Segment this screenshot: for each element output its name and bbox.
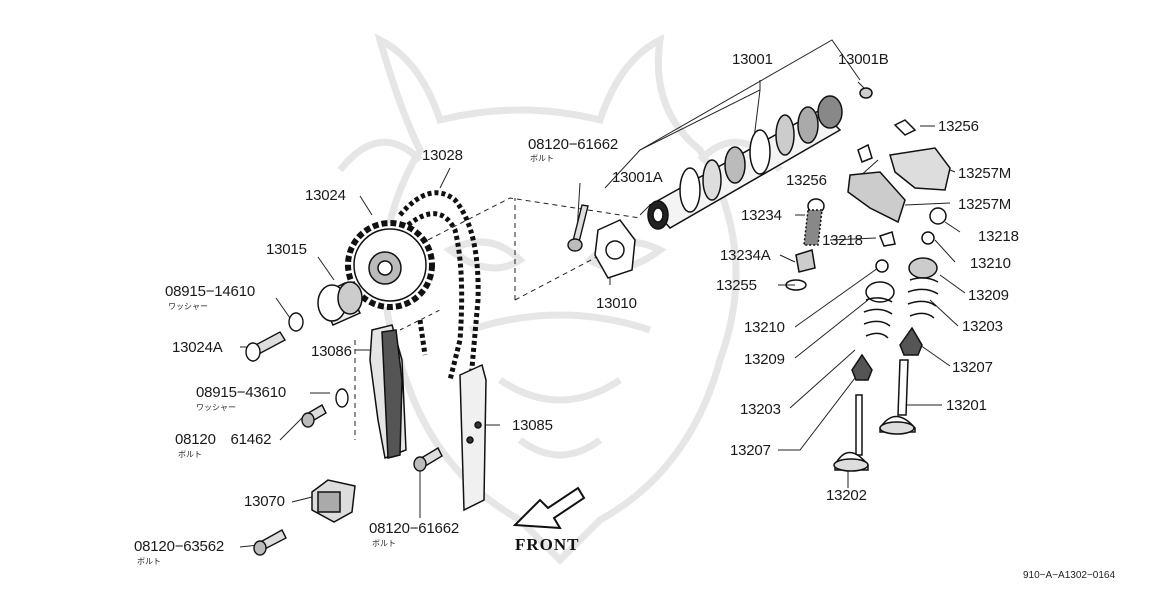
front-label: FRONT bbox=[515, 535, 580, 554]
label-13201: 13201 bbox=[946, 397, 987, 414]
label-13085: 13085 bbox=[512, 417, 553, 434]
timing-chain-part bbox=[398, 190, 481, 391]
label-13209-right: 13209 bbox=[968, 287, 1009, 304]
label-13070: 13070 bbox=[244, 493, 285, 510]
label-13015: 13015 bbox=[266, 241, 307, 258]
label-13256-top: 13256 bbox=[938, 118, 979, 135]
rocker-arm-parts bbox=[847, 119, 951, 224]
leader-lines bbox=[239, 39, 966, 548]
drawing-code: 910−A−A1302−0164 bbox=[1023, 570, 1116, 581]
label-08120-61462: 08120 61462 bbox=[175, 431, 272, 448]
note-washer-1: ワッシャー bbox=[168, 302, 208, 311]
sprocket-part bbox=[345, 220, 435, 310]
label-13001: 13001 bbox=[732, 51, 773, 68]
label-13001A: 13001A bbox=[612, 169, 663, 186]
label-08915-43610: 08915−43610 bbox=[196, 384, 286, 401]
label-13234: 13234 bbox=[741, 207, 782, 224]
tensioner-part bbox=[311, 479, 356, 523]
fasteners-left bbox=[245, 204, 589, 556]
label-13010: 13010 bbox=[596, 295, 637, 312]
valve-train-parts bbox=[833, 207, 947, 472]
spacer-part bbox=[317, 281, 363, 326]
front-arrow bbox=[512, 486, 586, 530]
label-13209: 13209 bbox=[744, 351, 785, 368]
label-08120-61662-bottom: 08120−61662 bbox=[369, 520, 459, 537]
label-13255: 13255 bbox=[716, 277, 757, 294]
label-13203: 13203 bbox=[740, 401, 781, 418]
label-13218-right: 13218 bbox=[978, 228, 1019, 245]
note-bolt-4: ボルト bbox=[137, 557, 161, 566]
label-13207: 13207 bbox=[730, 442, 771, 459]
label-13028: 13028 bbox=[422, 147, 463, 164]
chain-guide-parts bbox=[369, 324, 487, 512]
lash-adjuster-part bbox=[785, 198, 825, 291]
label-13256: 13256 bbox=[786, 172, 827, 189]
note-washer-2: ワッシャー bbox=[196, 403, 236, 412]
camshaft-part bbox=[647, 87, 873, 230]
label-13207-right: 13207 bbox=[952, 359, 993, 376]
label-13086: 13086 bbox=[311, 343, 352, 360]
label-08915-14610: 08915−14610 bbox=[165, 283, 255, 300]
label-13024A: 13024A bbox=[172, 339, 223, 356]
label-08120-61662-top: 08120−61662 bbox=[528, 136, 618, 153]
label-13210: 13210 bbox=[744, 319, 785, 336]
note-bolt-2: ボルト bbox=[178, 450, 202, 459]
note-bolt-3: ボルト bbox=[372, 539, 396, 548]
label-13202: 13202 bbox=[826, 487, 867, 504]
label-13257M-top: 13257M bbox=[958, 165, 1012, 182]
label-13024: 13024 bbox=[305, 187, 346, 204]
label-13234A: 13234A bbox=[720, 247, 771, 264]
note-bolt-top: ボルト bbox=[530, 154, 554, 163]
label-13218: 13218 bbox=[822, 232, 863, 249]
label-13210-right: 13210 bbox=[970, 255, 1011, 272]
label-13257M: 13257M bbox=[958, 196, 1012, 213]
label-13203-right: 13203 bbox=[962, 318, 1003, 335]
label-13001B: 13001B bbox=[838, 51, 889, 68]
label-08120-63562: 08120−63562 bbox=[134, 538, 224, 555]
thrust-plate-part bbox=[594, 219, 636, 279]
